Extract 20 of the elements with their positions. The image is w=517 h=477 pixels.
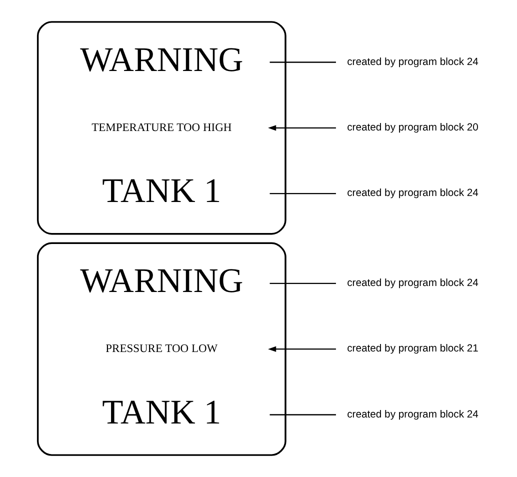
node-text: TEMPERATURE TOO HIGH [91, 122, 232, 134]
node-text: TANK 1 [102, 393, 221, 432]
node-text: created by program block 24 [346, 278, 478, 289]
node-text: created by program block 20 [346, 122, 478, 134]
connector [269, 62, 336, 63]
node-text: created by program block 24 [346, 188, 478, 200]
connector [269, 414, 336, 416]
arrow [268, 346, 336, 352]
node-text: TANK 1 [102, 172, 221, 210]
node-text: PRESSURE TOO LOW [105, 342, 218, 355]
node-text: created by program block 21 [346, 344, 478, 355]
node-text: WARNING [80, 262, 243, 300]
cluster [36, 242, 286, 456]
cluster [36, 21, 286, 235]
arrow [268, 125, 336, 131]
node-text: created by program block 24 [346, 56, 478, 68]
connector [269, 282, 336, 284]
node-text: created by program block 24 [346, 409, 478, 420]
connector [269, 193, 336, 194]
node-text: WARNING [80, 40, 243, 79]
